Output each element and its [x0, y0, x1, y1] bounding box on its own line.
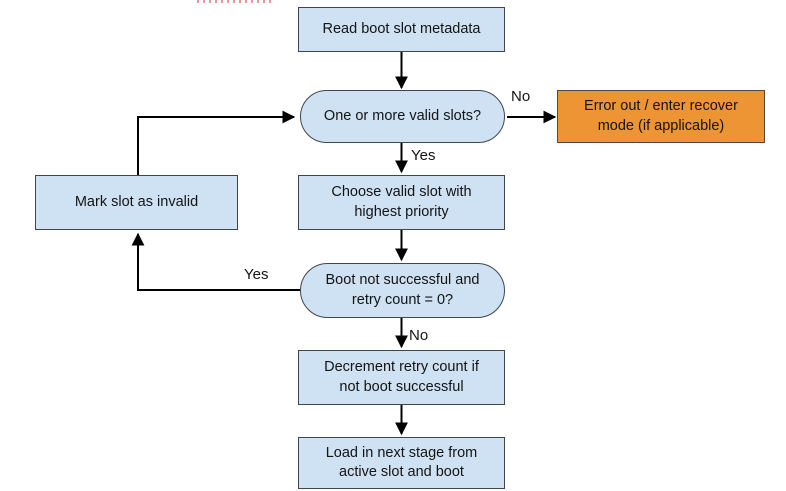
node-decision-valid-slots: One or more valid slots?	[300, 90, 505, 143]
node-error-recover-mode: Error out / enter recover mode (if appli…	[557, 90, 765, 143]
node-label: Read boot slot metadata	[322, 20, 481, 37]
node-load-next-stage: Load in next stage from active slot and …	[298, 437, 505, 489]
node-read-boot-slot-metadata: Read boot slot metadata	[298, 7, 505, 52]
node-decrement-retry-count: Decrement retry count if not boot succes…	[298, 350, 505, 405]
edge-label-yes-mark-invalid: Yes	[244, 266, 269, 283]
edge-retry-yes-to-mark	[131, 232, 302, 291]
node-label: Error out / enter recover mode (if appli…	[584, 98, 738, 134]
node-decision-boot-retry: Boot not successful and retry count = 0?	[300, 263, 505, 318]
node-label: Choose valid slot with highest priority	[331, 184, 472, 220]
node-label: One or more valid slots?	[323, 107, 482, 124]
edge-mark-to-valid-loop	[137, 110, 296, 175]
node-mark-slot-invalid: Mark slot as invalid	[35, 175, 238, 230]
node-label: Decrement retry count if not boot succes…	[324, 359, 479, 395]
edge-label-no-error: No	[511, 88, 531, 105]
node-label: Boot not successful and retry count = 0?	[325, 272, 480, 308]
edge-label-no-decrement: No	[409, 327, 429, 344]
red-dotted-artifact	[197, 0, 274, 3]
node-choose-valid-slot: Choose valid slot with highest priority	[298, 175, 505, 230]
node-label: Load in next stage from active slot and …	[325, 444, 478, 480]
edge-label-yes-choose: Yes	[411, 147, 436, 164]
node-label: Mark slot as invalid	[74, 193, 199, 210]
